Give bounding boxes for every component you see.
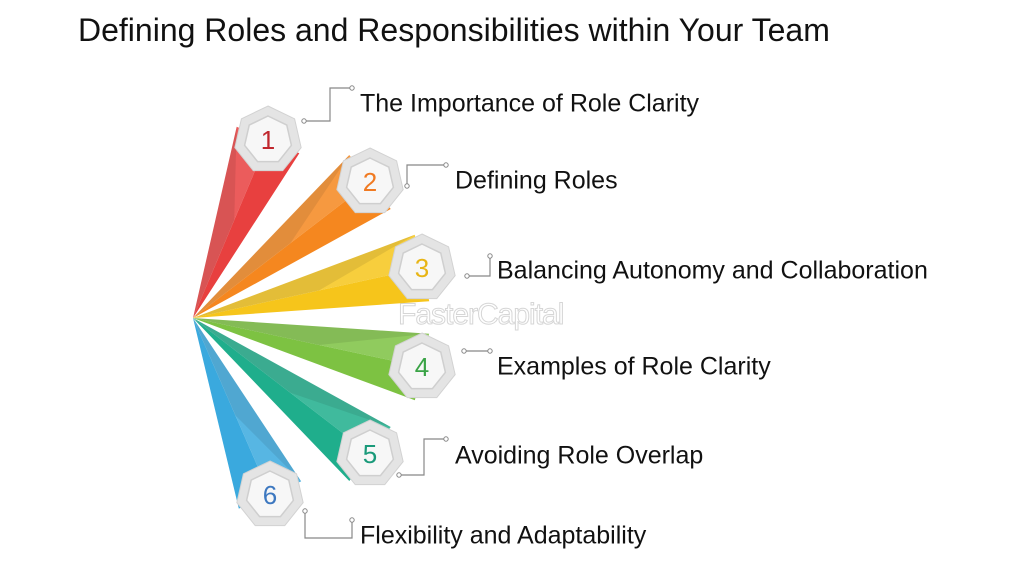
- connector-dot: [396, 472, 402, 478]
- item-label-2: Defining Roles: [455, 166, 618, 195]
- ray-4: [193, 318, 430, 401]
- ray-face-light: [193, 318, 422, 401]
- ray-5: [193, 318, 391, 481]
- ray-shade: [193, 318, 430, 345]
- item-label-3: Balancing Autonomy and Collaboration: [497, 256, 928, 285]
- item-number-1: 1: [261, 125, 275, 155]
- watermark: FasterCapital: [397, 298, 564, 332]
- item-number-4: 4: [415, 352, 429, 382]
- connector-dot: [461, 348, 467, 354]
- ray-2: [193, 155, 391, 318]
- ray-face-light: [193, 268, 430, 318]
- connector-dot: [404, 183, 410, 189]
- connector-1: [304, 87, 352, 122]
- connector-dot: [349, 517, 355, 523]
- connector-dot: [302, 508, 308, 514]
- hexagon-badge-6: 6: [236, 460, 304, 527]
- ray-face-dark: [193, 318, 391, 454]
- connector-2: [406, 164, 446, 186]
- hexagon-inner: [397, 342, 447, 390]
- page-title: Defining Roles and Responsibilities with…: [78, 12, 830, 48]
- ray-shade: [193, 234, 415, 318]
- ray-face-light: [193, 318, 370, 481]
- ray-3: [193, 234, 430, 318]
- connector-dot: [301, 118, 307, 124]
- ray-face-light: [193, 182, 391, 318]
- ray-face-dark: [193, 126, 268, 319]
- item-number-5: 5: [363, 439, 377, 469]
- hexagon-badge-5: 5: [336, 419, 404, 486]
- connector-6: [304, 511, 353, 539]
- ray-shade: [193, 155, 350, 318]
- connector-dot: [443, 162, 449, 168]
- ray-face-dark: [193, 318, 302, 495]
- ray-shade: [193, 318, 302, 482]
- ray-shade: [193, 126, 237, 319]
- item-label-5: Avoiding Role Overlap: [455, 441, 704, 470]
- ray-shade: [193, 318, 391, 428]
- hexagon-inner: [345, 157, 395, 205]
- item-number-6: 6: [263, 480, 277, 510]
- hexagon-inner: [243, 115, 293, 163]
- ray-face-dark: [193, 234, 422, 318]
- connector-dot: [464, 273, 470, 279]
- connector-3: [467, 256, 491, 277]
- hexagon-inner: [397, 243, 447, 291]
- hexagon-badge-1: 1: [234, 105, 302, 172]
- connector-dot: [487, 348, 493, 354]
- item-label-1: The Importance of Role Clarity: [360, 89, 700, 118]
- ray-face-dark: [193, 155, 370, 318]
- item-number-2: 2: [363, 167, 377, 197]
- connector-dot: [349, 85, 355, 91]
- hexagon-badge-4: 4: [388, 332, 456, 399]
- item-label-4: Examples of Role Clarity: [497, 352, 771, 381]
- hexagon-badge-2: 2: [336, 147, 404, 214]
- item-number-3: 3: [415, 253, 429, 283]
- ray-face-light: [193, 140, 300, 318]
- connector-dot: [487, 253, 493, 259]
- ray-1: [193, 126, 300, 319]
- ray-face-light: [193, 318, 270, 509]
- hexagon-badge-3: 3: [388, 233, 456, 300]
- item-label-6: Flexibility and Adaptability: [360, 521, 647, 550]
- hexagon-inner: [345, 429, 395, 477]
- ray-face-dark: [193, 318, 430, 367]
- ray-6: [193, 318, 302, 509]
- connector-dot: [443, 436, 449, 442]
- connector-5: [399, 438, 446, 476]
- hexagon-inner: [245, 470, 295, 518]
